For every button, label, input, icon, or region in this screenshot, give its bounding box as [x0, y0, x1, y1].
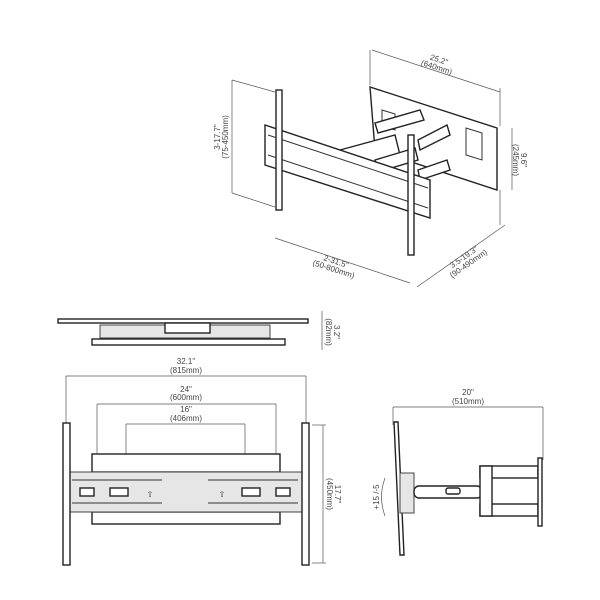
tv-rail-side [393, 421, 405, 556]
dim-max-extension-in: 20" [462, 388, 474, 397]
dim-rail-height-in: 3-17.7" [213, 124, 222, 150]
side-view: 20" (510mm) +15 /-5 [372, 388, 544, 556]
dim-outer-holes-in: 24" [180, 385, 192, 394]
dim-overall-width-in: 32.1" [177, 357, 196, 366]
dim-depth-in: 3.2" [332, 325, 341, 339]
dim-outer-holes-mm: (600mm) [170, 393, 202, 402]
dim-rail-height-mm: (75-450mm) [221, 115, 230, 159]
up-arrow-icon: ⇧ [147, 490, 154, 499]
dim-depth-mm: (82mm) [324, 318, 333, 346]
dim-wall-plate-mm: (245mm) [511, 144, 520, 176]
tv-plate-front [67, 471, 309, 513]
left-tv-rail [275, 89, 283, 211]
tilt-head [399, 472, 415, 514]
left-tv-rail-front [62, 422, 71, 566]
wall-plate-front-top [91, 453, 281, 473]
dim-rail-height-front-in: 17.7" [333, 485, 342, 504]
up-arrow-icon: ⇧ [219, 490, 226, 499]
wall-plate-front-bottom [91, 511, 281, 525]
dim-inner-holes-mm: (406mm) [170, 414, 202, 423]
right-tv-rail-front [301, 422, 310, 566]
perspective-view: 25.2" (640mm) 3-17.7" (75-450mm) 9.6" (2… [213, 49, 528, 288]
right-tv-rail [407, 134, 415, 256]
dim-inner-holes-in: 16" [180, 405, 192, 414]
wall-plate-side [537, 457, 543, 527]
dim-wall-plate-in: 9.6" [519, 153, 528, 167]
dim-max-extension-mm: (510mm) [452, 397, 484, 406]
wall-plate-top [91, 338, 286, 346]
dim-overall-width-mm: (815mm) [170, 366, 202, 375]
tilt-arc-icon [381, 477, 386, 517]
top-view: 3.2" (82mm) [57, 311, 341, 350]
dim-rail-height-front-mm: (450mm) [325, 478, 334, 510]
tilt-range: +15 /-5 [372, 484, 381, 510]
wall-plate-slot [465, 127, 483, 161]
front-view: 32.1" (815mm) 24" (600mm) 16" (406mm) ⇧ … [62, 357, 342, 566]
